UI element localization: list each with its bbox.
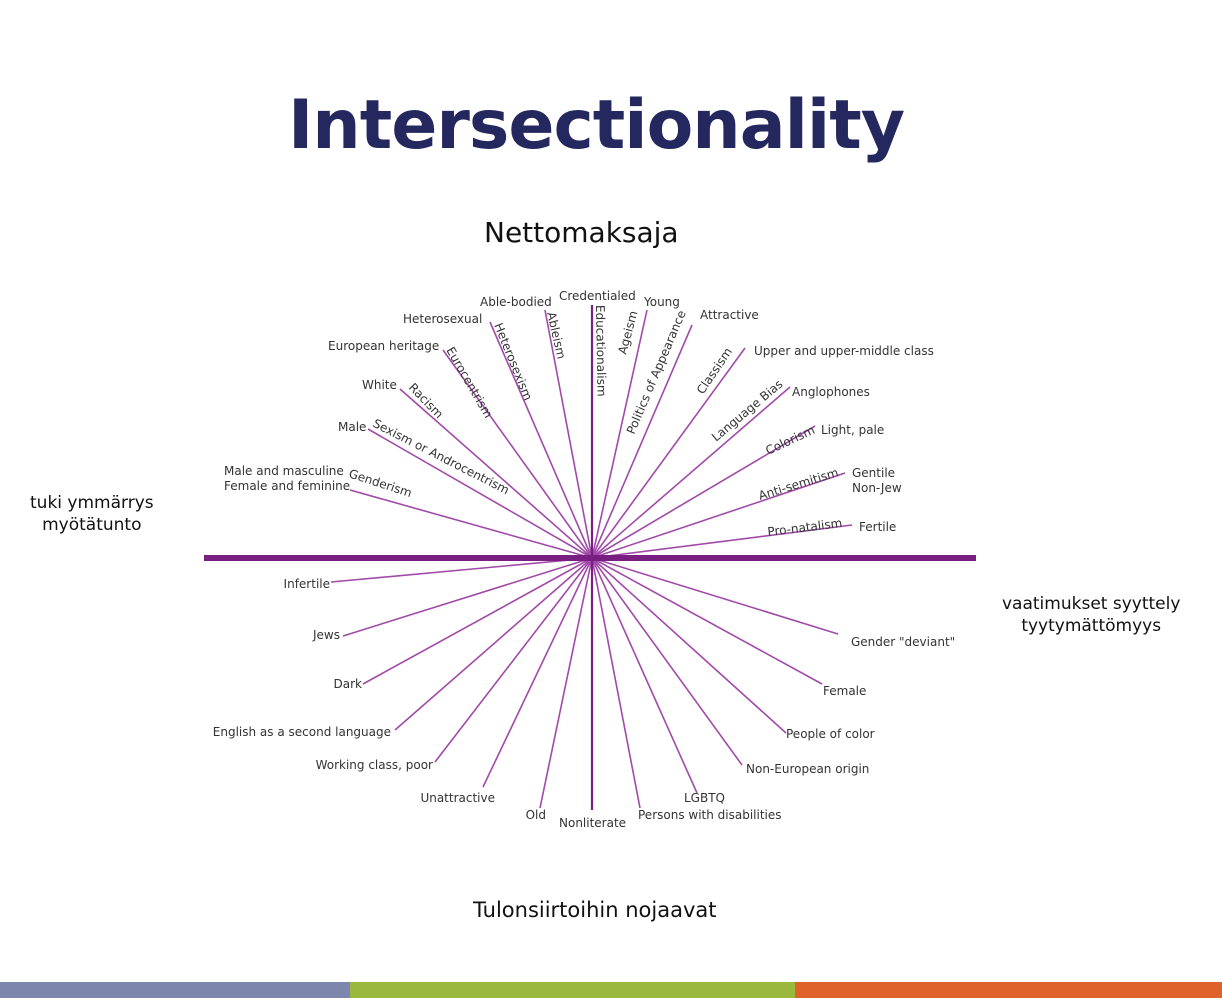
privileged-label-ageism: Young [643,295,680,309]
right-annotation: vaatimukset syyttely tyytymättömyys [1002,593,1180,637]
spoke-lower-language-bias [394,557,593,731]
spoke-lower-colorism [362,557,593,685]
spoke-lower-classism [434,557,593,763]
oppressed-label-sexism-or-androcentrism: Female [823,684,866,698]
spoke-upper-anti-semitism [591,472,846,559]
spoke-upper-genderism [349,489,593,559]
spoke-lower-genderism [591,557,839,635]
axis-label-ageism: Ageism [615,309,640,356]
privileged-label-educationalism: Credentialed [559,289,636,303]
privileged-label-sexism-or-androcentrism: Male [338,420,366,434]
privileged-label-heterosexism: Heterosexual [403,312,482,326]
oppressed-label-racism: People of color [786,727,875,741]
spoke-lower-ageism [539,557,593,809]
spoke-upper-ageism [591,309,648,559]
privileged-label-pro-natalism: Fertile [859,520,896,534]
axis-label-educationalism: Educationalism [593,305,609,397]
axis-label-ableism: Ableism [544,311,568,361]
privileged-label-politics-of-appearance: Attractive [700,308,759,322]
footer-bar-orange [795,982,1222,998]
right-annotation-line1: vaatimukset syyttely [1002,594,1181,614]
footer-bar-green [350,982,795,998]
spoke-upper-sexism-or-androcentrism [367,428,593,559]
axis-label-racism: Racism [406,380,446,421]
spoke-lower-ableism [591,557,641,809]
spoke-upper-heterosexism [489,321,593,559]
oppressed-label-eurocentrism: Non-European origin [746,762,869,776]
oppressed-label-politics-of-appearance: Unattractive [420,791,495,805]
spoke-upper-language-bias [591,386,791,559]
spoke-lower-heterosexism [591,557,698,794]
oppressed-label-educationalism: Nonliterate [559,816,626,830]
spoke-upper-classism [591,347,746,559]
privileged-label-language-bias: Anglophones [792,385,870,399]
left-annotation-line2: myötätunto [42,515,142,536]
privileged-label-colorism: Light, pale [821,423,884,437]
privileged-label-ableism: Able-bodied [480,295,552,309]
footer-bar-slate [0,982,350,998]
top-annotation: Nettomaksaja [484,216,679,249]
spoke-upper-racism [399,388,593,559]
axis-label-colorism: Colorism [763,423,817,458]
spoke-upper-politics-of-appearance [591,324,693,559]
oppressed-label-heterosexism: LGBTQ [684,791,725,805]
axis-label-pro-natalism: Pro-natalism [767,516,843,539]
spoke-lower-politics-of-appearance [482,557,593,788]
spoke-upper-pro-natalism [591,524,853,559]
spoke-lower-anti-semitism [342,557,593,637]
oppressed-label-ageism: Old [526,808,546,822]
spoke-lower-sexism-or-androcentrism [591,557,823,685]
oppressed-label-anti-semitism: Jews [312,628,340,642]
left-annotation: tuki ymmärrys myötätunto [30,492,154,536]
oppressed-label-colorism: Dark [334,677,363,691]
spoke-lower-eurocentrism [591,557,743,766]
spoke-lower-pro-natalism [330,557,593,583]
spoke-upper-eurocentrism [442,349,593,559]
oppressed-label-genderism: Gender "deviant" [851,635,955,649]
oppressed-label-language-bias: English as a second language [213,725,391,739]
privileged-label-eurocentrism: European heritage [328,339,439,353]
bottom-annotation: Tulonsiirtoihin nojaavat [473,898,717,922]
oppressed-label-pro-natalism: Infertile [284,577,330,591]
oppressed-label-classism: Working class, poor [316,758,433,772]
privileged-label-classism: Upper and upper-middle class [754,344,934,358]
diagram-title: Intersectionality [288,86,905,165]
privileged-label-racism: White [362,378,397,392]
spoke-lower-racism [591,557,787,734]
right-annotation-line2: tyytymättömyys [1021,616,1162,637]
spoke-upper-colorism [591,425,816,559]
axis-label-heterosexism: Heterosexism [491,321,535,403]
axis-label-anti-semitism: Anti-semitism [757,465,840,503]
oppressed-label-ableism: Persons with disabilities [638,808,782,822]
axis-label-eurocentrism: Eurocentrism [443,345,495,421]
spoke-upper-ableism [544,309,593,559]
axis-label-genderism: Genderism [347,467,414,501]
left-annotation-line1: tuki ymmärrys [30,493,154,513]
axis-label-language-bias: Language Bias [709,377,786,444]
